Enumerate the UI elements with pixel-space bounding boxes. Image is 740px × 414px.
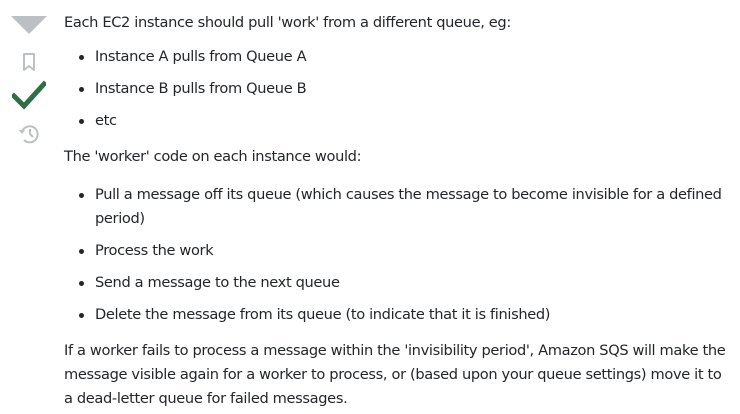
failure-paragraph: If a worker fails to process a message w… — [64, 342, 726, 407]
list-item: etc — [64, 109, 730, 133]
list-item: Delete the message from its queue (to in… — [64, 303, 730, 327]
list-item: Instance B pulls from Queue B — [64, 77, 730, 101]
list-item: Pull a message off its queue (which caus… — [64, 183, 730, 231]
worker-steps-list: Pull a message off its queue (which caus… — [64, 183, 730, 327]
history-icon[interactable] — [17, 122, 41, 146]
answer-body: Each EC2 instance should pull 'work' fro… — [64, 11, 730, 411]
worker-intro-paragraph: The 'worker' code on each instance would… — [64, 148, 362, 165]
queue-list: Instance A pulls from Queue A Instance B… — [64, 45, 730, 133]
vote-sidebar — [0, 0, 58, 414]
list-item: Instance A pulls from Queue A — [64, 45, 730, 69]
list-item: Send a message to the next queue — [64, 271, 730, 295]
intro-paragraph: Each EC2 instance should pull 'work' fro… — [64, 14, 511, 31]
bookmark-icon[interactable] — [19, 51, 39, 73]
checkmark-icon — [12, 80, 46, 110]
arrow-down-icon[interactable] — [11, 16, 47, 36]
list-item: Process the work — [64, 239, 730, 263]
